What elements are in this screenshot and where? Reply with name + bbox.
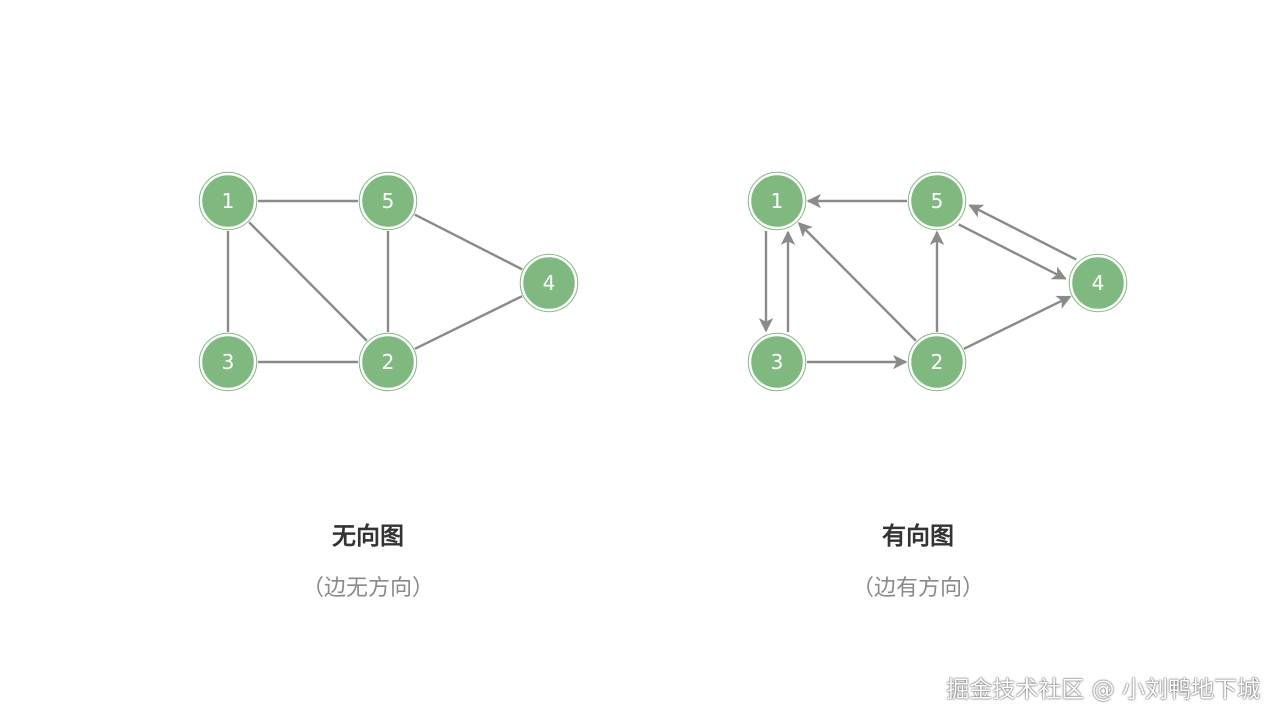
directed-node-3: 3 [747,332,807,392]
undirected-node-2-circle [359,333,417,391]
undirected-node-5-circle [359,172,417,230]
undirected-node-3-ring [198,332,258,392]
directed-node-3-ring [747,332,807,392]
directed-node-2-label: 2 [931,350,944,374]
undirected-node-2-ring [358,332,418,392]
undirected-node-3-circle [199,333,257,391]
directed-node-5-label: 5 [931,189,944,213]
undirected-graph-title: 无向图 [332,522,404,550]
directed-node-5-circle [908,172,966,230]
directed-node-1-circle [748,172,806,230]
directed-node-4: 4 [1068,253,1128,313]
undirected-node-2: 2 [358,332,418,392]
directed-graph-nodes: 1 5 4 3 2 [747,171,1128,392]
undirected-node-3-label: 3 [222,350,235,374]
undirected-node-1: 1 [198,171,258,231]
directed-node-4-circle [1069,254,1127,312]
undirected-node-4-circle [520,254,578,312]
undirected-node-4-ring [519,253,579,313]
directed-graph-edges [758,193,1077,370]
undirected-node-5-label: 5 [382,189,395,213]
directed-graph-subtitle: （边有方向） [852,576,984,601]
undirected-edge-5-4 [414,213,523,271]
directed-node-2-ring [907,332,967,392]
directed-node-1-label: 1 [771,189,784,213]
undirected-node-1-label: 1 [222,189,235,213]
directed-node-2-circle [908,333,966,391]
directed-graph-title: 有向图 [882,522,954,550]
directed-node-5-ring [907,171,967,231]
undirected-node-4-label: 4 [543,271,556,295]
directed-node-4-label: 4 [1092,271,1105,295]
directed-node-5: 5 [907,171,967,231]
watermark-text: 掘金技术社区 @ 小刘鸭地下城 [946,677,1260,703]
undirected-edge-2-4 [414,295,523,350]
undirected-node-5: 5 [358,171,418,231]
undirected-node-1-circle [199,172,257,230]
undirected-node-1-ring [198,171,258,231]
directed-edge-5-4 [958,223,1067,280]
directed-edge-2-4 [963,295,1072,350]
directed-node-2: 2 [907,332,967,392]
undirected-node-2-label: 2 [382,350,395,374]
directed-node-3-label: 3 [771,350,784,374]
directed-node-1: 1 [747,171,807,231]
undirected-node-4: 4 [519,253,579,313]
directed-node-4-ring [1068,253,1128,313]
directed-node-3-circle [748,333,806,391]
undirected-graph-nodes: 1 5 4 3 2 [198,171,579,392]
directed-graph: 1 5 4 3 2 [747,171,1128,392]
undirected-graph-edges [226,199,523,364]
undirected-node-3: 3 [198,332,258,392]
undirected-graph-subtitle: （边无方向） [302,576,434,601]
undirected-node-5-ring [358,171,418,231]
directed-edge-4-5 [968,204,1077,261]
undirected-edge-1-2 [248,221,368,342]
undirected-graph: 1 5 4 3 2 [198,171,579,392]
directed-node-1-ring [747,171,807,231]
directed-edge-2-1 [797,221,917,342]
